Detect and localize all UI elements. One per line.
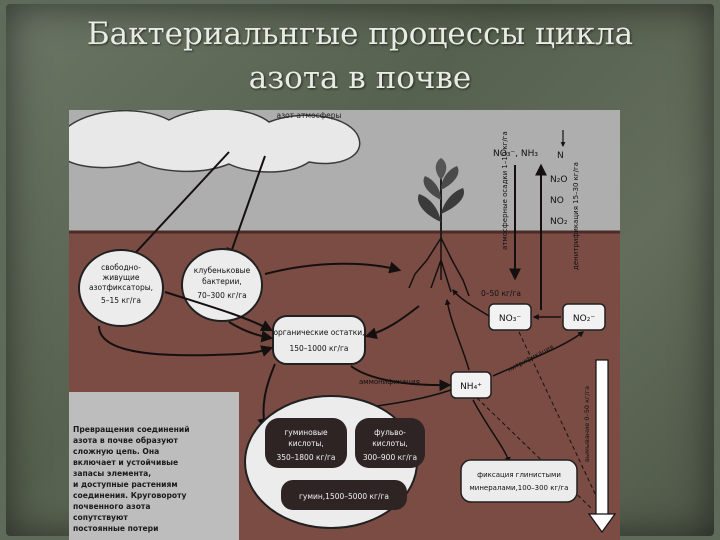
gas-no2-label: NO₂ [550,217,568,227]
note-line-6: и доступные растениям [73,480,178,489]
nh4-to-clay-arrow [472,399,511,464]
ammonification-label: аммонификация [359,378,420,386]
note-line-7: соединения. Круговороту [73,491,187,500]
leaching-arrow [587,359,617,534]
note-line-9: сопутствуют [73,513,128,522]
humins-label: гумин,1500–5000 кг/га [299,492,389,501]
free-fixers-line-4: 5–15 кг/га [101,296,141,305]
fulvic-acids-line-3: 300–900 кг/га [363,453,417,462]
nodule-bacteria-line-2: бактерии, [202,277,242,286]
no3-to-plant-arrow [452,289,490,317]
nitrate-uptake-label: 0–50 кг/га [481,289,521,298]
cloud-icon [69,110,361,173]
ammonification-arrow [350,365,452,392]
note-line-3: сложную цепь. Она [73,447,159,456]
free-fixers-line-3: азотфиксаторы, [89,283,153,292]
fulvic-acids-line-1: фульво- [374,428,406,437]
free-fixers-line-1: свободно- [101,263,141,272]
humic-acids-node [265,418,347,468]
free-fixers-line-2: живущие [102,273,139,282]
no2-node [562,303,606,331]
free-fixers-to-residues-arrow [164,291,274,332]
humic-acids-line-1: гуминовые [284,428,328,437]
slide-title: Бактериальнгые процессы цикла азота в по… [0,12,720,100]
deposition-label: атмосферные осадки 1–10 кг/га [501,131,509,250]
nh4-label: NH₄⁺ [460,382,482,392]
gases-left-label: NO₃⁻, NH₃ [493,149,538,159]
no3-leaching-dashed-line [518,331,600,503]
note-line-4: включает и устойчивые [73,458,178,467]
organic-residues-node [272,315,366,365]
humins-node [281,480,407,510]
fixation-arrow-nodule [226,155,266,261]
nitrification-arrow [492,331,584,377]
nh4-to-plant-arrow [444,298,470,371]
plant-icon [408,158,470,297]
note-line-1: Превращения соединений [73,425,190,434]
clay-fixation-line-2: минералами,100–300 кг/га [470,484,569,492]
nh4-leaching-dashed-line [476,397,592,509]
fixation-arrow-free [125,151,230,264]
free-fixers-loop-arrow [98,325,274,357]
organic-residues-line-1: органические остатки, [273,328,364,337]
no3-label: NO₃⁻ [499,314,521,324]
nodule-bacteria-line-1: клубеньковые [194,266,251,275]
humic-acids-line-3: 350–1800 кг/га [276,453,335,462]
atmosphere-label: азот атмосферы [277,111,342,120]
humic-acids-line-2: кислоты, [288,439,324,448]
note-line-8: почвенного азота [73,502,150,511]
nodule-to-residues-arrow [228,321,274,343]
title-line-2: азота в почве [248,60,472,96]
note-line-2: азота в почве образуют [73,436,178,445]
note-line-5: запасы элемента, [73,469,151,478]
nodule-bacteria-line-3: 70–300 кг/га [197,291,247,300]
fulvic-acids-line-2: кислоты, [372,439,408,448]
plant-link-arrow [264,261,402,275]
gas-no-label: NO [550,196,564,206]
gas-n-label: N [557,151,564,161]
no2-label: NO₂⁻ [573,314,595,324]
no3-node [488,303,532,331]
plant-to-residues-arrow [364,305,420,339]
clay-fixation-node [460,459,578,503]
leaching-label: вымывание 0–50 кг/га [583,386,591,462]
denitrification-loss-label: денитрификация 15–30 кг/га [572,162,580,270]
clay-fixation-line-1: фиксация глинистыми [477,471,561,479]
title-line-1: Бактериальнгые процессы цикла [86,16,634,52]
nitrogen-cycle-diagram: азот атмосферы NO₃⁻, NH₃ N N₂O NO NO₂ ат… [69,110,620,540]
free-fixers-node [78,249,164,327]
note-line-10: постоянные потери [73,524,158,533]
organic-residues-line-2: 150–1000 кг/га [289,344,348,353]
note-box [69,392,239,540]
nitrogen-cycle-figure: азот атмосферы NO₃⁻, NH₃ N N₂O NO NO₂ ат… [69,110,620,540]
fulvic-acids-node [355,418,425,468]
gas-n2o-label: N₂O [550,175,567,185]
